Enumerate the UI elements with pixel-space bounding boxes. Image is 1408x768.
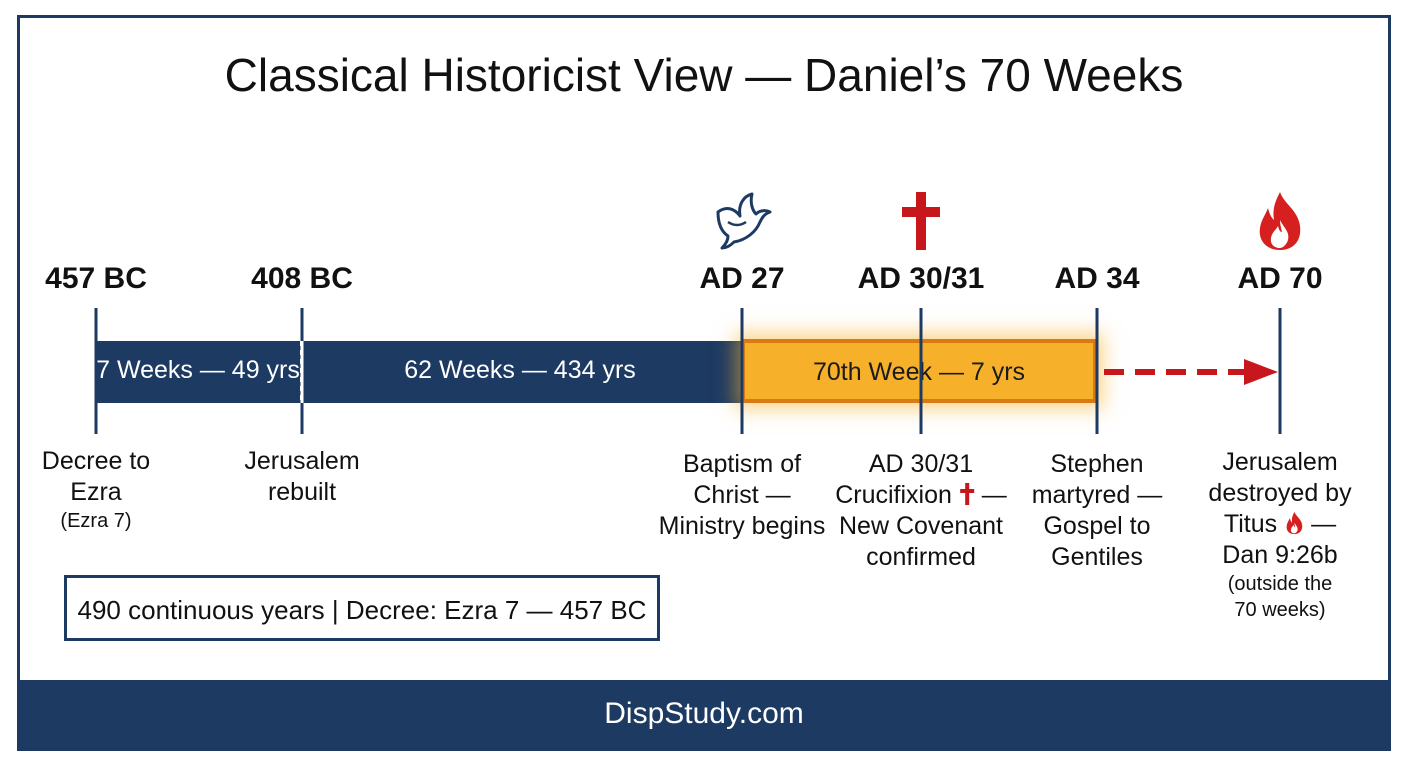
year-457bc: 457 BC — [45, 262, 147, 295]
tick-408bc — [300, 308, 304, 434]
footer-bar: DispStudy.com — [19, 680, 1389, 749]
year-408bc: 408 BC — [251, 262, 353, 295]
summary-text: 490 continuous years | Decree: Ezra 7 — … — [77, 595, 647, 625]
seventieth-week-label: 70th Week — 7 yrs — [812, 358, 1026, 386]
caption-jerusalem-destroyed: Jerusalem destroyed by Titus — Dan 9:26b… — [1208, 448, 1352, 621]
cross-icon — [902, 192, 940, 250]
year-ad30-31: AD 30/31 — [857, 262, 985, 295]
sixty-two-weeks-label: 62 Weeks — 434 yrs — [404, 356, 636, 384]
caption-crucifixion: AD 30/31 Crucifixion — New Covenant conf… — [835, 450, 1007, 571]
seventieth-week-bar: 70th Week — 7 yrs — [741, 339, 1097, 403]
timeline-bar — [96, 341, 746, 403]
flame-inline-icon — [1286, 511, 1302, 535]
tick-ad27 — [740, 308, 744, 434]
footer-site-name: DispStudy.com — [604, 697, 804, 730]
tick-ad34 — [1095, 308, 1099, 434]
cross-inline-icon — [959, 483, 974, 505]
page-title: Classical Historicist View — Daniel’s 70… — [224, 49, 1184, 101]
dove-icon — [716, 192, 772, 250]
year-ad27: AD 27 — [699, 262, 785, 295]
tick-ad70 — [1278, 308, 1282, 434]
caption-decree: Decree to Ezra (Ezra 7) — [41, 447, 151, 532]
tick-ad30-31 — [919, 308, 923, 434]
year-ad34: AD 34 — [1054, 262, 1140, 295]
year-ad70: AD 70 — [1237, 262, 1323, 295]
seven-weeks-label: 7 Weeks — 49 yrs — [96, 356, 300, 384]
flame-icon — [1259, 192, 1301, 250]
caption-rebuilt: Jerusalem rebuilt — [244, 447, 360, 506]
caption-stephen: Stephen martyred — Gospel to Gentiles — [1031, 450, 1163, 571]
tick-457bc — [94, 308, 98, 434]
caption-baptism: Baptism of Christ — Ministry begins — [658, 450, 826, 540]
dashed-arrow — [1104, 359, 1278, 385]
summary-box: 490 continuous years | Decree: Ezra 7 — … — [64, 575, 660, 641]
